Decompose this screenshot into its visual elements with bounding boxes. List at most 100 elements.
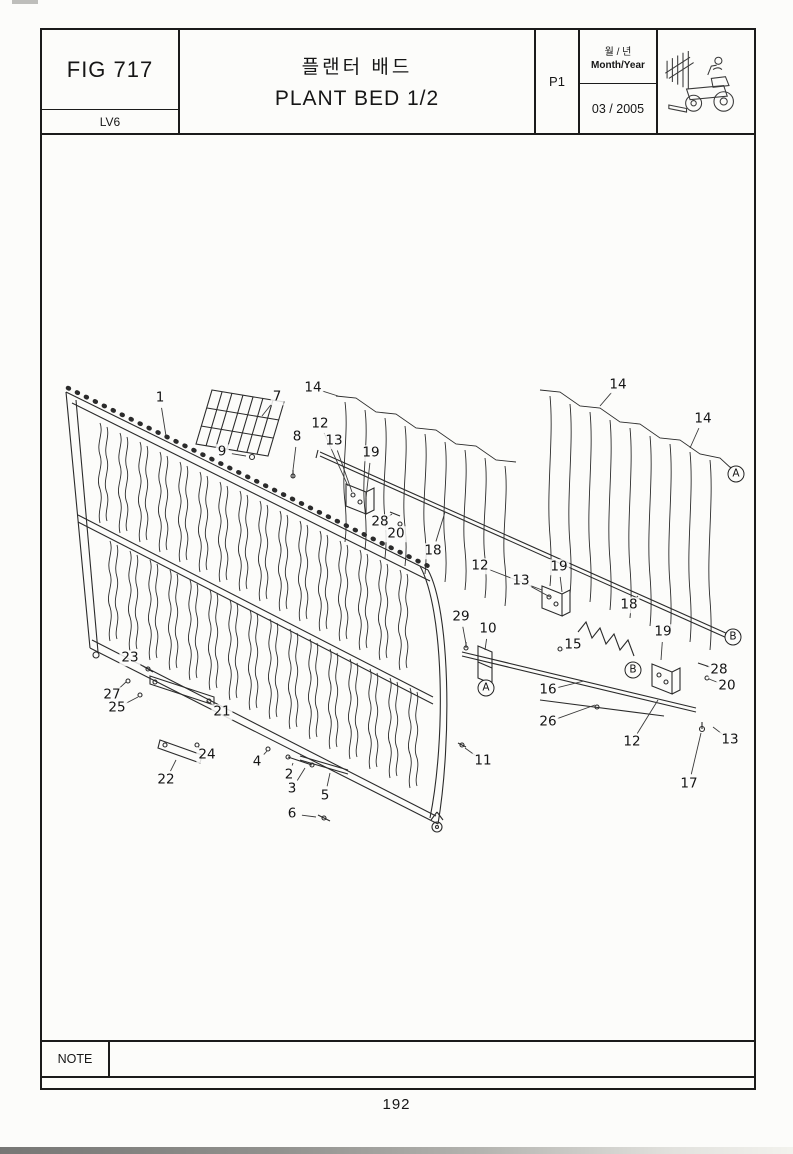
leader-line [708, 678, 718, 683]
page-code: P1 [536, 30, 580, 133]
leader-line [231, 453, 247, 457]
leader-line [559, 576, 563, 593]
part-callout-8: 8 [290, 428, 304, 445]
part-callout-1: 1 [153, 389, 167, 406]
part-callout-18: 18 [422, 542, 444, 559]
link-rod [285, 754, 349, 775]
wire-tine-group-2 [539, 389, 734, 651]
leader-line [296, 767, 306, 781]
date-cell: 월 / 년 Month/Year 03 / 2005 [580, 30, 658, 133]
ref-circle-A: A [727, 465, 745, 483]
part-callout-21: 21 [211, 703, 233, 720]
part-callout-12: 12 [469, 557, 491, 574]
scan-artifact-top [12, 0, 38, 4]
part-callout-22: 22 [155, 771, 177, 788]
date-labels: 월 / 년 Month/Year [580, 30, 656, 84]
part-callout-28: 28 [708, 661, 730, 678]
ref-circle-A: A [477, 679, 495, 697]
part-callout-12: 12 [309, 415, 331, 432]
date-value: 03 / 2005 [591, 101, 645, 116]
leader-line [161, 407, 167, 437]
part-callout-11: 11 [472, 752, 494, 769]
leader-line [292, 446, 297, 471]
leader-line [301, 814, 317, 818]
leader-line [119, 681, 127, 689]
part-callout-20: 20 [716, 677, 738, 694]
title-korean: 플랜터 배드 [301, 57, 413, 78]
month-year-korean-label: 월 / 년 [604, 46, 632, 58]
part-callout-14: 14 [302, 379, 324, 396]
support-rod [315, 449, 729, 639]
leader-line [690, 732, 702, 775]
part-callout-24: 24 [196, 746, 218, 763]
part-callout-20: 20 [385, 525, 407, 542]
leader-line [689, 427, 700, 449]
model-code: LV6 [42, 109, 178, 133]
part-callout-9: 9 [215, 443, 229, 460]
part-callout-6: 6 [285, 805, 299, 822]
part-callout-17: 17 [678, 775, 700, 792]
plant-bed-frame [65, 385, 448, 833]
note-box: NOTE [42, 1040, 754, 1078]
leader-line [599, 392, 612, 407]
leader-line [365, 462, 371, 499]
leader-line [660, 641, 663, 661]
leader-line [557, 704, 596, 720]
leader-line [336, 450, 353, 493]
part-callout-19: 19 [360, 444, 382, 461]
leader-line [263, 750, 268, 755]
fig-cell: FIG 717 LV6 [42, 30, 180, 133]
part-callout-29: 29 [450, 608, 472, 625]
part-callout-27: 27 [101, 686, 123, 703]
leader-line [170, 759, 177, 772]
fig-number: FIG 717 [66, 56, 154, 82]
part-callout-12: 12 [621, 733, 643, 750]
part-callout-5: 5 [318, 787, 332, 804]
ref-circle-B: B [724, 628, 742, 646]
part-callout-14: 14 [692, 410, 714, 427]
wire-tine-group-1 [335, 395, 517, 607]
part-callout-14: 14 [607, 376, 629, 393]
header-table: FIG 717 LV6 플랜터 배드 PLANT BED 1/2 P1 월 / … [42, 30, 754, 135]
part-callout-26: 26 [537, 713, 559, 730]
leader-line [636, 699, 659, 734]
part-callout-15: 15 [562, 636, 584, 653]
part-callout-18: 18 [618, 596, 640, 613]
leader-line [435, 511, 446, 542]
part-callout-28: 28 [369, 513, 391, 530]
part-callout-23: 23 [119, 649, 141, 666]
note-label: NOTE [42, 1042, 110, 1076]
part-callout-25: 25 [106, 699, 128, 716]
part-callout-7: 7 [270, 388, 284, 405]
part-callout-19: 19 [652, 623, 674, 640]
leader-line [557, 680, 585, 689]
leader-line [462, 626, 467, 645]
part-callout-19: 19 [548, 558, 570, 575]
part-callout-13: 13 [510, 572, 532, 589]
machine-illustration-cell [658, 30, 754, 133]
month-year-label: Month/Year [591, 59, 645, 71]
ref-circle-B: B [624, 661, 642, 679]
part-callout-2: 2 [282, 766, 296, 783]
grid-panel [195, 389, 285, 461]
scan-artifact-bottom [0, 1147, 793, 1154]
leader-line [322, 390, 339, 397]
part-callout-3: 3 [285, 780, 299, 797]
page-number: 192 [382, 1096, 411, 1113]
leader-line [125, 696, 139, 704]
leader-line [291, 762, 294, 766]
lower-rods [461, 651, 697, 717]
rice-transplanter-icon [665, 50, 734, 113]
leader-line [484, 638, 488, 651]
page-border: FIG 717 LV6 플랜터 배드 PLANT BED 1/2 P1 월 / … [40, 28, 756, 1090]
leader-line [529, 585, 551, 598]
leader-line [261, 404, 272, 417]
leader-line [326, 772, 331, 787]
part-callout-4: 4 [250, 753, 264, 770]
part-callout-16: 16 [537, 681, 559, 698]
part-callout-10: 10 [477, 620, 499, 637]
zigzag-spring [577, 620, 635, 657]
title-english: PLANT BED 1/2 [274, 87, 440, 110]
